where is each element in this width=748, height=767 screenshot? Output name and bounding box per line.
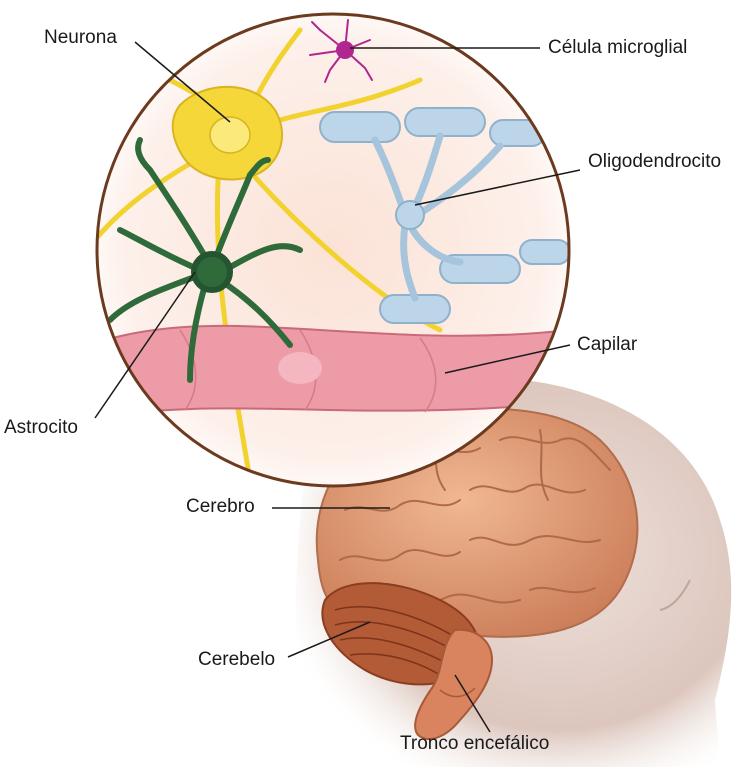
label-neurona: Neurona (44, 28, 117, 47)
label-cerebelo: Cerebelo (198, 650, 275, 669)
label-microglia: Célula microglial (548, 38, 687, 57)
label-cerebro: Cerebro (186, 497, 255, 516)
label-capilar: Capilar (577, 335, 637, 354)
label-astrocito: Astrocito (4, 418, 78, 437)
label-oligodendrocito: Oligodendrocito (588, 152, 721, 171)
neuron-cell (173, 87, 282, 180)
label-tronco: Tronco encefálico (400, 734, 549, 753)
